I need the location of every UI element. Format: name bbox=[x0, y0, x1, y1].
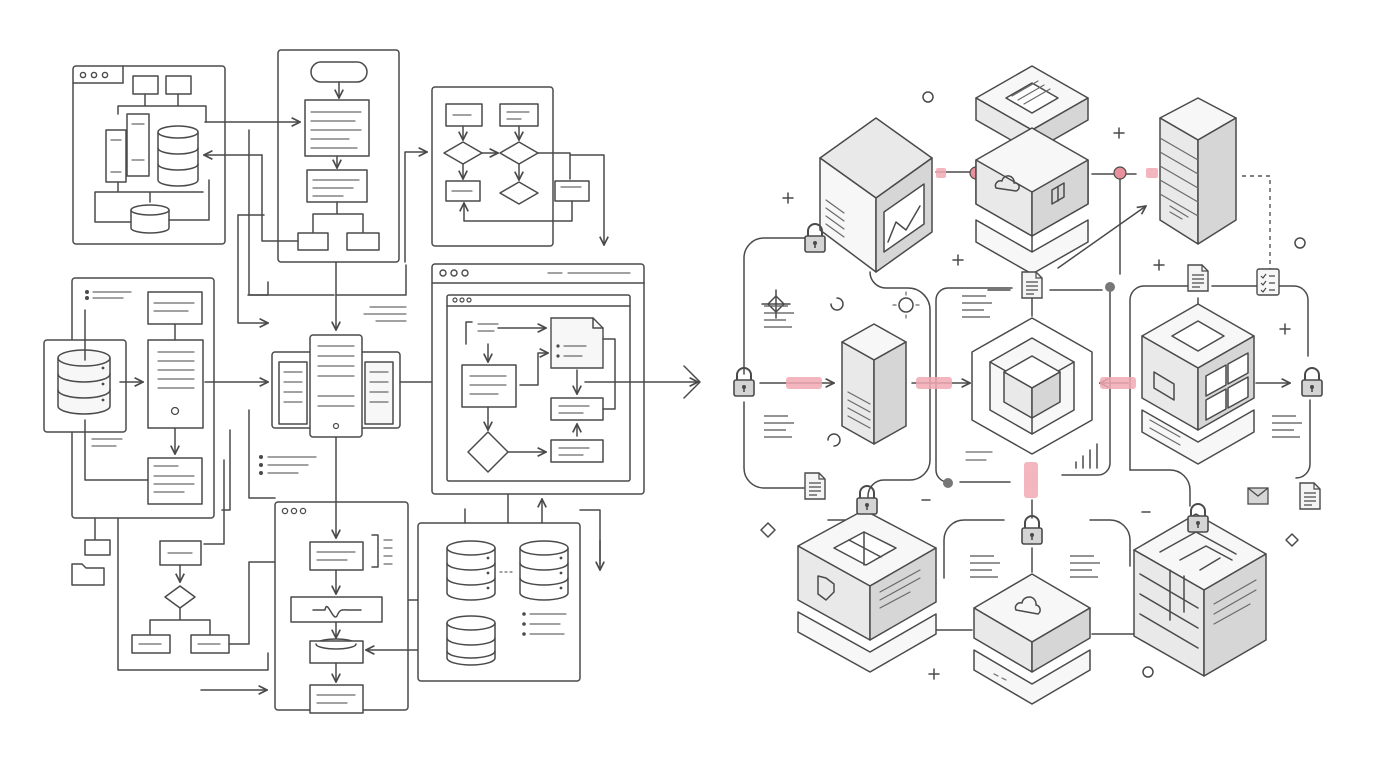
server-cloud-base bbox=[973, 573, 1091, 705]
server-network-maze bbox=[1133, 513, 1267, 677]
right-infrastructure bbox=[733, 65, 1323, 705]
window-database-schema bbox=[72, 65, 226, 245]
document-icon bbox=[804, 472, 826, 500]
window-process bbox=[277, 49, 400, 263]
server-app-cube bbox=[1141, 303, 1255, 465]
decorative-marks bbox=[760, 91, 1306, 680]
database-icon bbox=[446, 615, 496, 666]
window-browser bbox=[431, 263, 645, 495]
window-decision-flow bbox=[431, 86, 604, 247]
document-icon bbox=[1021, 271, 1043, 299]
server-cluster bbox=[271, 334, 401, 438]
window-services bbox=[43, 277, 215, 519]
database-icon bbox=[519, 540, 569, 601]
database-icon bbox=[57, 349, 111, 415]
server-analytics bbox=[819, 117, 933, 273]
document-icon bbox=[1187, 264, 1209, 292]
core-cube-node bbox=[971, 317, 1093, 455]
window-storage bbox=[417, 493, 600, 682]
database-small-icon bbox=[130, 204, 170, 234]
lock-icon bbox=[1021, 515, 1043, 545]
lock-icon bbox=[1187, 503, 1209, 533]
flow-lower-left bbox=[71, 429, 298, 690]
server-security bbox=[797, 509, 937, 673]
lock-icon bbox=[804, 223, 826, 253]
document-icon bbox=[1299, 482, 1321, 510]
database-icon bbox=[446, 540, 496, 601]
envelope-icon bbox=[1247, 487, 1269, 505]
window-pipeline bbox=[274, 436, 430, 714]
server-cloud-stack bbox=[975, 65, 1089, 275]
lock-icon bbox=[1301, 367, 1323, 397]
server-tall bbox=[1159, 97, 1237, 245]
lock-icon bbox=[856, 485, 878, 515]
database-icon bbox=[157, 125, 199, 187]
server-ingress bbox=[841, 323, 907, 445]
left-flowchart bbox=[43, 49, 701, 714]
checklist-icon bbox=[1256, 268, 1280, 296]
